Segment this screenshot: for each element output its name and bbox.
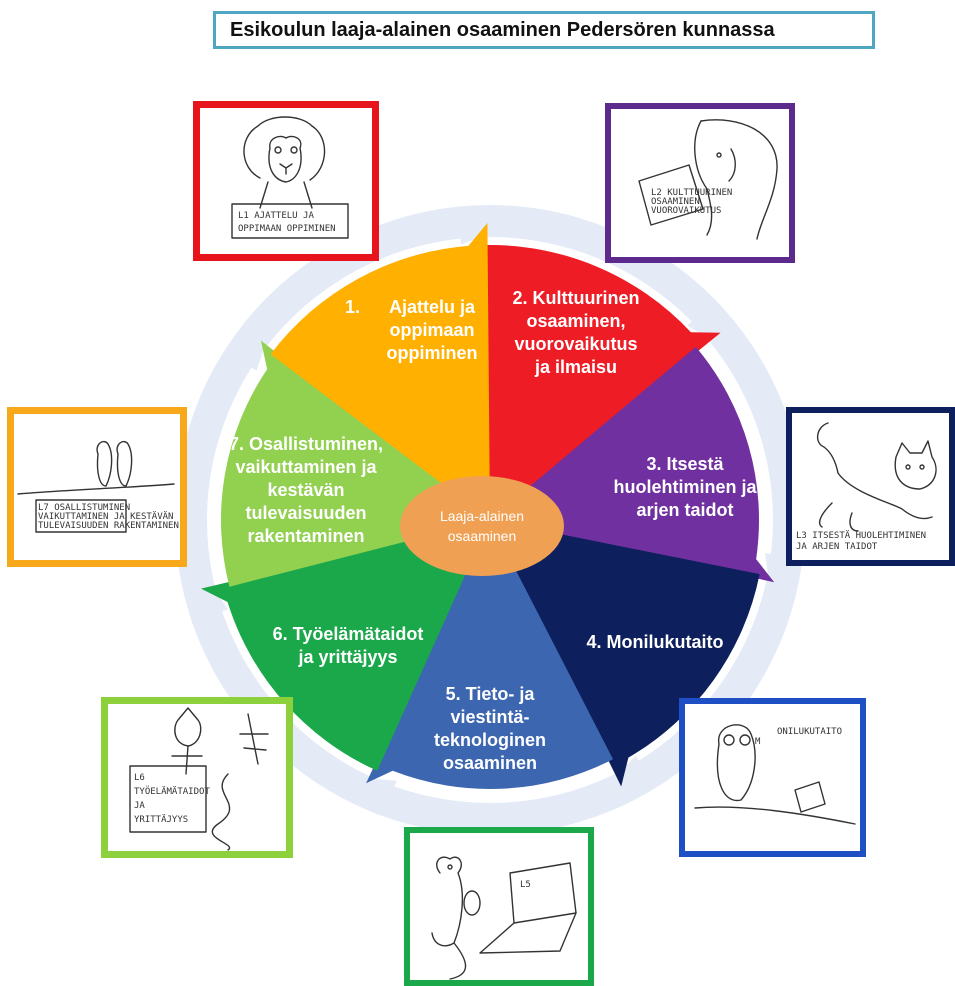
lion-sign-text-line-1: L1 AJATTELU JA — [238, 211, 314, 221]
wheel-labels: 1. Ajattelu ja oppimaan oppiminen 2. Kulttuu… — [229, 288, 758, 773]
segment-5-label-line-4: osaaminen — [443, 753, 537, 773]
gnome-sign-text-line-2: TYÖELÄMÄTAIDOT — [134, 786, 210, 797]
segment-5-label-line-1: 5. Tieto- ja — [446, 684, 536, 704]
elephant-sign-text-line-1: L2 KULTTUURINEN — [651, 188, 732, 198]
center-ellipse — [400, 476, 564, 576]
segment-4 — [366, 520, 614, 789]
center-label-line-1: Laaja-alainen — [440, 508, 524, 524]
segment-1-number: 1. — [345, 297, 360, 317]
lion-sign-text-line-2: OPPIMAAN OPPIMINEN — [238, 224, 336, 234]
segment-7-label-line-2: vaikuttaminen ja — [235, 457, 377, 477]
segment-1-label-line-1: Ajattelu ja — [389, 297, 476, 317]
ring-arrowhead — [765, 553, 803, 606]
segment-3-label-line-2: huolehtiminen ja — [613, 477, 757, 497]
segment-5-label-line-2: viestintä- — [450, 707, 529, 727]
birds-sign-text-line-2: VAIKUTTAMINEN JA KESTÄVÄN — [38, 511, 173, 522]
gnome-sign-text-line-1: L6 — [134, 773, 145, 783]
laptop-screen-text-line-1: L5 — [520, 880, 531, 890]
segment-1-label-line-3: oppiminen — [387, 343, 478, 363]
lion-picture-frame: L1 AJATTELU JA OPPIMAAN OPPIMINEN — [193, 101, 379, 261]
page-title: Esikoulun laaja-alainen osaaminen Peders… — [230, 18, 775, 41]
owl-sign-letter: M — [755, 737, 761, 747]
center-label-line-2: osaaminen — [448, 528, 517, 544]
segment-2-label-line-2: osaaminen, — [526, 311, 625, 331]
segment-3-label-line-3: arjen taidot — [636, 500, 733, 520]
segment-6-label-line-1: 6. Työelämätaidot — [273, 624, 424, 644]
segment-6-label-line-2: ja yrittäjyys — [297, 647, 397, 667]
segment-2-label-line-3: vuorovaikutus — [514, 334, 637, 354]
segment-7-label-line-1: 7. Osallistuminen, — [229, 434, 383, 454]
segment-1-label-line-2: oppimaan — [389, 320, 474, 340]
cat-sign-text-line-2: JA ARJEN TAIDOT — [796, 542, 878, 552]
elephant-sign-text-line-3: VUOROVAIKUTUS — [651, 206, 721, 216]
ring-arrowhead — [457, 206, 511, 245]
segment-7-label-line-4: tulevaisuuden — [245, 503, 366, 523]
segment-2-label-line-4: ja ilmaisu — [534, 357, 617, 377]
segment-5-label-line-3: teknologinen — [434, 730, 546, 750]
segment-1 — [482, 245, 721, 520]
owl-picture-frame: M ONILUKUTAITO — [679, 698, 866, 857]
ring-arrowhead — [191, 565, 228, 622]
mouse-laptop-picture-frame: L5 — [404, 827, 594, 986]
ring-arrowhead — [343, 776, 397, 817]
segment-7-label-line-5: rakentaminen — [247, 526, 364, 546]
segment-7-label-line-3: kestävän — [267, 480, 344, 500]
gnome-sign-text-line-4: YRITTÄJYYS — [134, 814, 188, 825]
elephant-sign-text-line-2: OSAAMINEN — [651, 197, 700, 207]
sketch-drawing: L5 — [431, 856, 577, 980]
sketch-drawing: M ONILUKUTAITO — [694, 724, 856, 825]
title-box: Esikoulun laaja-alainen osaaminen Peders… — [213, 11, 875, 49]
gnome-sign-text-line-3: JA — [134, 801, 145, 811]
birds-sign-text-line-1: L7 OSALLISTUMINEN — [38, 503, 130, 513]
ring-arrowhead — [687, 298, 733, 353]
segment-2-label-line-1: 2. Kulttuurinen — [513, 288, 640, 308]
ring-arrowhead — [599, 755, 656, 795]
segment-7 — [270, 223, 490, 521]
owl-sign-word: ONILUKUTAITO — [777, 727, 842, 737]
sketch-drawing: L1 AJATTELU JA OPPIMAAN OPPIMINEN — [231, 116, 349, 239]
birds-sign-text-line-3: TULEVAISUUDEN RAKENTAMINEN — [38, 521, 179, 531]
segment-4-label-line-1: 4. Monilukutaito — [587, 632, 724, 652]
wheel-segments — [201, 223, 775, 789]
segment-3-label-line-1: 3. Itsestä — [646, 454, 724, 474]
ring-arrowhead — [224, 320, 273, 371]
cat-sign-text-line-1: L3 ITSESTÄ HUOLEHTIMINEN — [796, 530, 926, 541]
segment-5 — [201, 520, 490, 771]
segment-3 — [490, 520, 760, 787]
